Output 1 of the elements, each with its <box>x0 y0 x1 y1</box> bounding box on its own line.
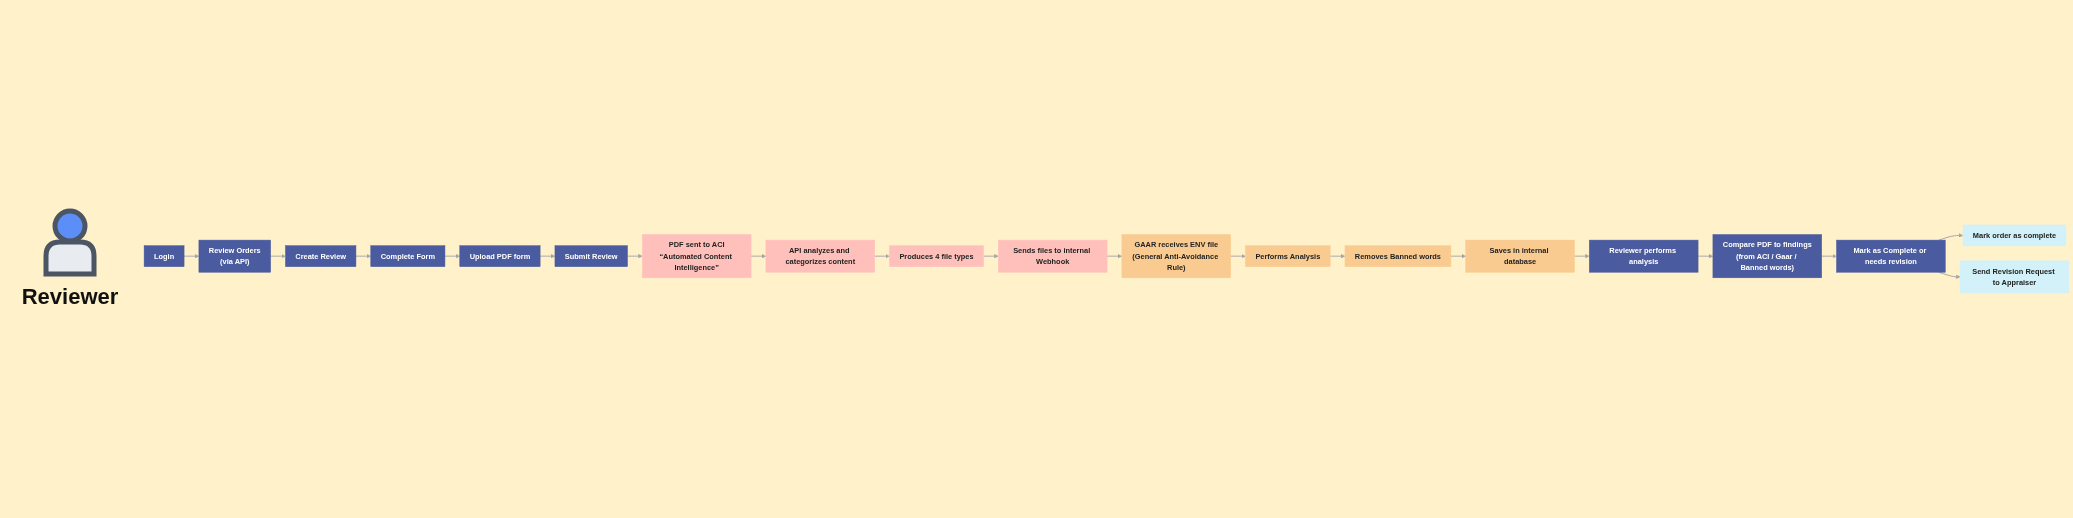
actor-label: Reviewer <box>21 284 119 309</box>
